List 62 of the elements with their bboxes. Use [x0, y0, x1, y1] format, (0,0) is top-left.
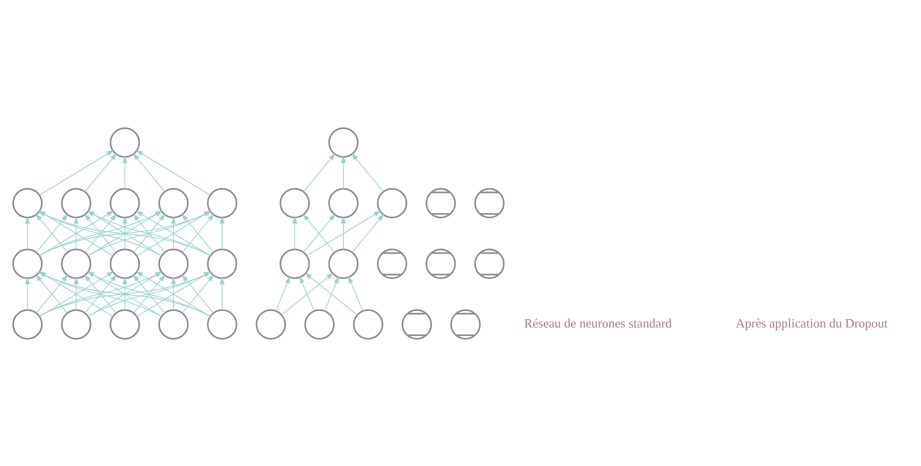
- node-circle: [328, 126, 359, 158]
- arrow: [304, 272, 358, 315]
- arrow: [281, 272, 334, 315]
- arrow: [170, 216, 176, 250]
- arrow: [303, 152, 336, 192]
- node-circle: [12, 308, 43, 340]
- arrow: [220, 276, 225, 310]
- node-circle: [61, 188, 92, 218]
- node-circle: [353, 308, 384, 340]
- node-circle: [376, 188, 408, 218]
- arrow: [340, 155, 346, 189]
- node-circle: [110, 308, 140, 340]
- arrow: [74, 216, 79, 250]
- node-circle: [280, 188, 310, 218]
- node-crossed: [450, 308, 481, 340]
- node-circle: [158, 248, 189, 278]
- arrow: [24, 216, 30, 250]
- arrow: [122, 276, 128, 310]
- node-circle: [328, 188, 359, 218]
- arrow: [84, 152, 117, 192]
- node-circle: [12, 188, 43, 218]
- arrow: [352, 213, 384, 252]
- arrow: [300, 276, 315, 311]
- node-circle: [61, 248, 92, 278]
- node-crossed: [426, 188, 456, 218]
- node-circle: [256, 308, 286, 340]
- node-crossed: [402, 308, 432, 340]
- node-circle: [158, 308, 189, 340]
- arrow: [24, 276, 30, 310]
- node-circle: [110, 126, 140, 158]
- node-crossed: [474, 248, 505, 278]
- arrow: [39, 150, 114, 196]
- arrow: [340, 216, 346, 250]
- arrow: [220, 216, 225, 250]
- node-crossed: [376, 248, 408, 278]
- arrow: [292, 216, 298, 250]
- arrow: [122, 155, 128, 189]
- node-crossed: [474, 188, 505, 218]
- arrow: [122, 216, 128, 250]
- node-circle: [207, 248, 238, 278]
- node-circle: [110, 188, 140, 218]
- label: Réseau de neurones standard: [524, 316, 672, 330]
- node-circle: [158, 188, 189, 218]
- node-circle: [12, 248, 43, 278]
- arrow: [348, 276, 364, 311]
- node-crossed: [426, 248, 456, 278]
- label: Après application du Dropout: [736, 316, 888, 330]
- arrow: [276, 276, 290, 311]
- arrow: [324, 276, 339, 311]
- node-circle: [207, 188, 238, 218]
- node-circle: [280, 248, 310, 278]
- node-circle: [207, 308, 238, 340]
- arrow: [74, 276, 79, 310]
- node-circle: [304, 308, 335, 340]
- arrow: [306, 210, 382, 256]
- arrow: [132, 152, 165, 192]
- arrow: [352, 152, 384, 192]
- arrow: [170, 276, 176, 310]
- node-circle: [61, 308, 92, 340]
- arrow: [136, 150, 211, 196]
- node-circle: [328, 248, 359, 278]
- node-circle: [110, 248, 140, 278]
